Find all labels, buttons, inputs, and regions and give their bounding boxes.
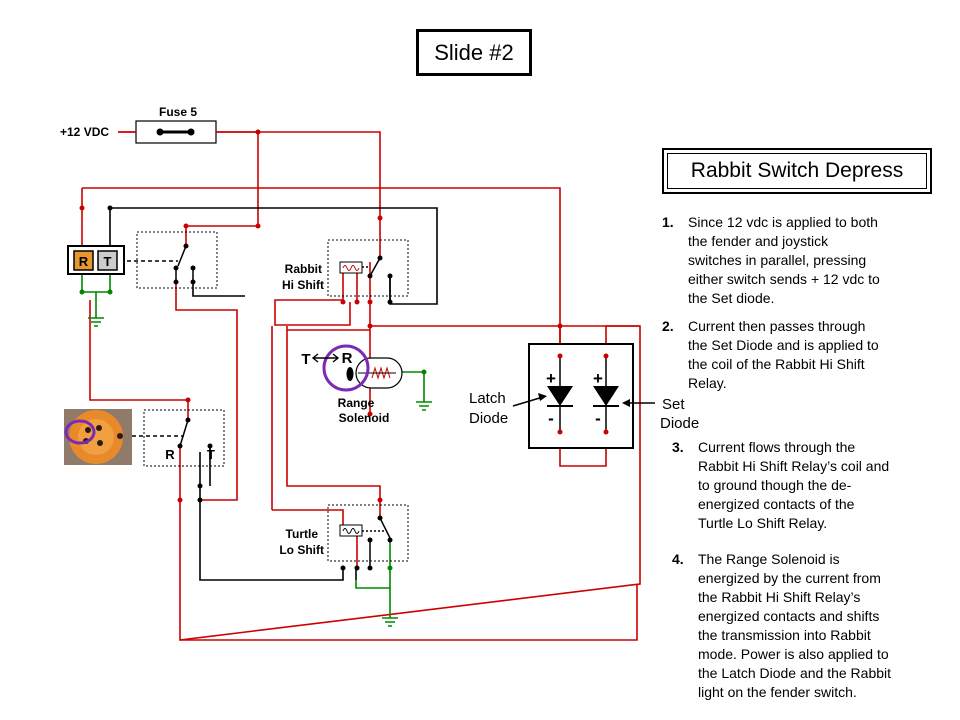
step-text: The Range Solenoid is energized by the cu… — [698, 550, 891, 702]
latch-plus: + — [546, 369, 556, 388]
supply-label: +12 VDC — [60, 125, 109, 139]
step-line: energized by the current from — [698, 570, 881, 586]
slide-title: Slide #2 — [416, 29, 532, 76]
latch-callout-arrow-icon — [512, 393, 547, 407]
set-diode-label-1: Set — [662, 396, 685, 413]
step-text: Current then passes through the Set Diode… — [688, 317, 879, 393]
ground-symbol-3 — [382, 617, 398, 627]
step-line: the transmission into Rabbit — [698, 627, 871, 643]
range-highlight-circle — [322, 344, 370, 392]
direction-arrow-icon — [311, 353, 340, 363]
step-line: mode. Power is also applied to — [698, 646, 889, 662]
range-solenoid-label-1: Range — [338, 396, 375, 410]
joystick-highlight-circle — [64, 419, 96, 445]
step-line: Turtle Lo Shift Relay. — [698, 515, 828, 531]
ground-symbol-2 — [416, 401, 432, 411]
panel-title-box: Rabbit Switch Depress — [662, 148, 932, 194]
panel-title: Rabbit Switch Depress — [690, 159, 904, 182]
step-line: energized contacts of the — [698, 496, 855, 512]
latch-diode-label-2: Diode — [469, 410, 508, 427]
latch-diode-symbol — [547, 353, 573, 435]
step-line: Current flows through the — [698, 439, 856, 455]
step-line: The Range Solenoid is — [698, 551, 840, 567]
step-line: either switch sends + 12 vdc to — [688, 271, 880, 287]
step-line: light on the fender switch. — [698, 684, 857, 700]
step-line: Relay. — [688, 375, 727, 391]
turtle-relay-label-1: Turtle — [286, 527, 319, 541]
junction-dots — [79, 129, 563, 417]
rabbit-relay-box — [327, 239, 409, 297]
step-line: the Rabbit Hi Shift Relay’s — [698, 589, 861, 605]
relay-1-contacts — [120, 245, 194, 282]
fender-switch-r-button[interactable] — [73, 250, 94, 271]
latch-minus: - — [548, 409, 554, 428]
ground-symbol-1 — [88, 317, 104, 327]
range-solenoid — [346, 357, 403, 389]
fender-switch-t-label: T — [104, 254, 112, 269]
solenoid-t-label: T — [301, 351, 310, 368]
joystick-button-photo — [64, 409, 132, 465]
step-line: energized contacts and shifts — [698, 608, 880, 624]
step-line: Current then passes through — [688, 318, 866, 334]
step-number: 4. — [672, 551, 684, 567]
step-line: the Latch Diode and the Rabbit — [698, 665, 892, 681]
step-line: the Set diode. — [688, 290, 775, 306]
set-diode-label-2: Diode — [660, 415, 699, 432]
relay-1-box — [136, 231, 218, 289]
latch-diode-label-1: Latch — [469, 390, 506, 407]
step-text: Since 12 vdc is applied to both the fende… — [688, 213, 880, 308]
joystick-r-label: R — [165, 447, 175, 462]
step-line: switches in parallel, pressing — [688, 252, 867, 268]
solenoid-r-label: R — [342, 350, 353, 367]
set-plus: + — [593, 369, 603, 388]
step-line: the coil of the Rabbit Hi Shift — [688, 356, 865, 372]
step-number: 2. — [662, 318, 674, 334]
turtle-relay-label-2: Lo Shift — [279, 543, 324, 557]
step-line: Rabbit Hi Shift Relay’s coil and — [698, 458, 890, 474]
range-solenoid-label-2: Solenoid — [339, 411, 390, 425]
set-diode-symbol — [593, 353, 619, 435]
rabbit-relay-label-1: Rabbit — [285, 262, 322, 276]
relay-2-box — [143, 409, 225, 467]
step-line: the Set Diode and is applied to — [688, 337, 879, 353]
control-wires — [109, 207, 438, 581]
step-number: 1. — [662, 214, 674, 230]
step-line: the fender and joystick — [688, 233, 829, 249]
step-number: 3. — [672, 439, 684, 455]
step-line: Since 12 vdc is applied to both — [688, 214, 878, 230]
step-line: to ground though the de- — [698, 477, 852, 493]
joystick-t-label: T — [207, 447, 215, 462]
set-minus: - — [595, 409, 601, 428]
set-callout-arrow-icon — [622, 399, 655, 407]
fender-switch-t-button[interactable] — [97, 250, 118, 271]
panel-title-inner-border — [667, 153, 927, 189]
rabbit-relay-label-2: Hi Shift — [282, 278, 324, 292]
fuse-label: Fuse 5 — [159, 105, 197, 119]
turtle-relay-box — [327, 504, 409, 562]
fender-switch-r-label: R — [79, 254, 89, 269]
